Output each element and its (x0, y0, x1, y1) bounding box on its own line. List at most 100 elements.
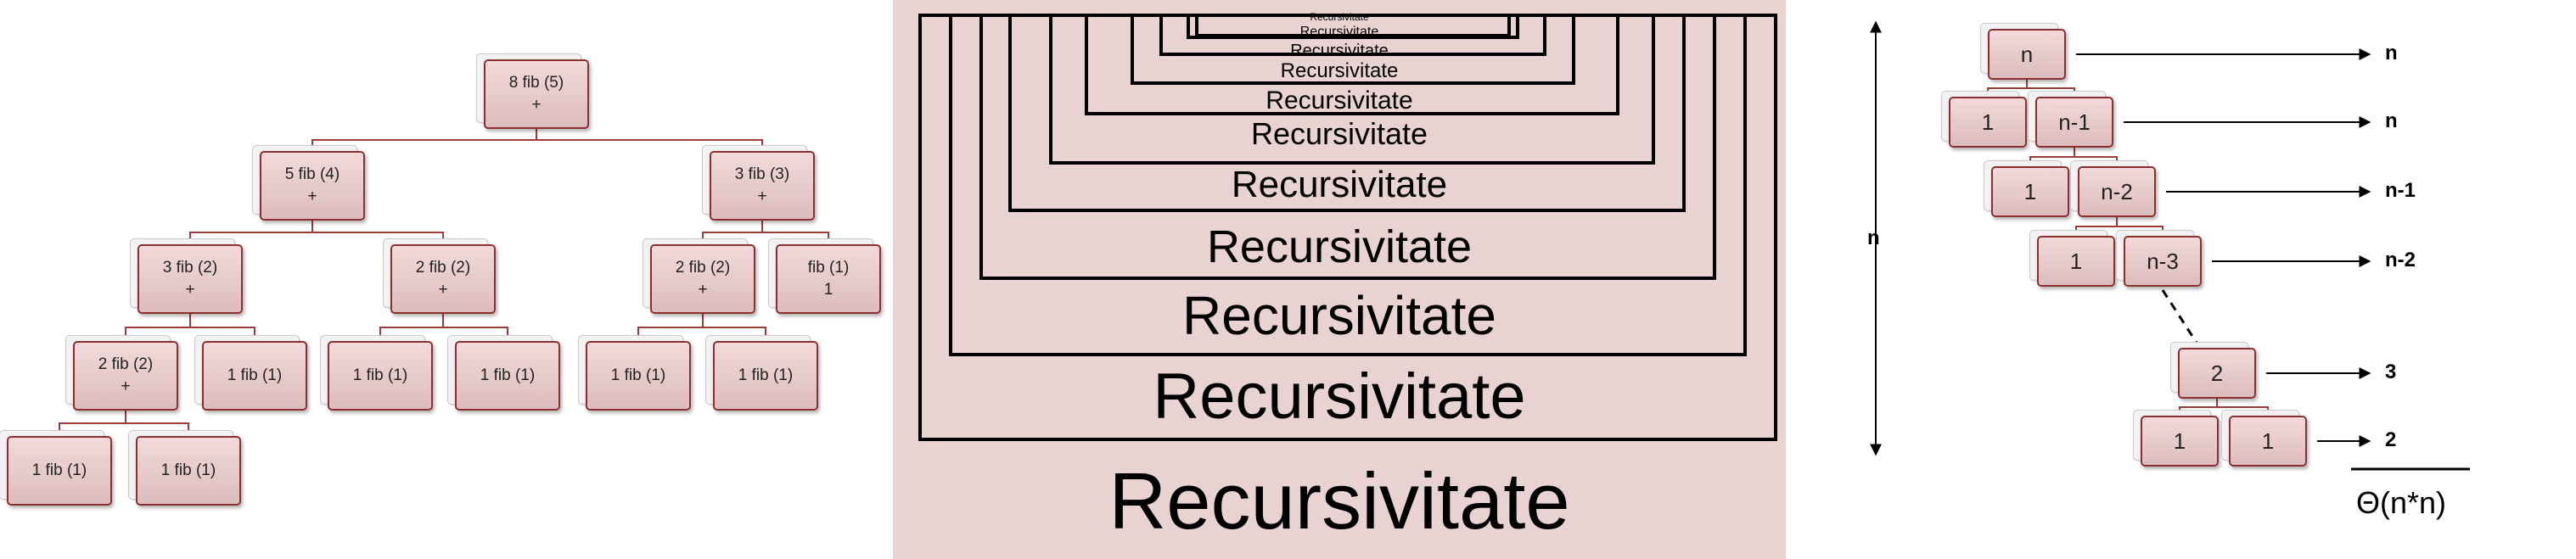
tree-connector (189, 314, 255, 341)
recursion-frame (1195, 14, 1511, 37)
tree-connector (442, 314, 508, 341)
node-text: 1 (2023, 179, 2037, 204)
node-box: n-1 (2035, 97, 2113, 148)
tree-node: 8 fib (5) + (476, 53, 589, 129)
recursion-frame (1008, 14, 1686, 212)
recursion-label: Recursivitate (1280, 59, 1399, 82)
node-box: 1 (2229, 416, 2307, 467)
node-text: 1 (2261, 428, 2275, 454)
tree-node: 2 fib (2)+ (65, 335, 178, 411)
node-text: 1 (2173, 428, 2186, 454)
recursion-frame (1085, 14, 1619, 115)
recursion-frame (1131, 14, 1575, 85)
recursion-label: Recursivitate (1250, 116, 1428, 151)
node-box: n-3 (2124, 236, 2202, 287)
tree-node: 3 fib (3) + (702, 145, 815, 221)
tree-node: 1 fib (1) (0, 430, 112, 506)
tree-node: 1 (1941, 91, 2027, 148)
node-text: + (438, 281, 448, 299)
tree-node: 1 fib (1) (194, 335, 307, 411)
dashed-continuation (2161, 289, 2198, 344)
tree-node: n-2 (2070, 160, 2156, 217)
node-box: 1 fib (1) (136, 436, 241, 506)
node-text: 8 fib (5) (508, 74, 564, 92)
node-text: 1 fib (1) (738, 366, 794, 384)
node-box: 1 fib (1) (713, 341, 818, 411)
tree-node: 1 (2221, 410, 2307, 467)
tree-node: 1 fib (1) (447, 335, 560, 411)
tree-node: 1 fib (1) (578, 335, 691, 411)
node-box: 1 fib (1) (455, 341, 560, 411)
node-box: 2 fib (2)+ (650, 244, 755, 314)
tree-node: 3 fib (2) + (130, 238, 243, 314)
node-box: 3 fib (2) + (137, 244, 243, 314)
node-box: 2 fib (2)+ (73, 341, 178, 411)
node-text: 1 (823, 281, 833, 299)
node-text: n-1 (2058, 109, 2091, 135)
node-text: 2 fib (2) (415, 259, 471, 277)
recursion-label: Recursivitate (1266, 87, 1413, 115)
tree-connector (702, 314, 766, 341)
node-box: 1 fib (1) (328, 341, 433, 411)
node-box: 3 fib (3) + (710, 151, 815, 221)
node-text: 1 fib (1) (610, 366, 666, 384)
node-text: 1 (2069, 249, 2083, 274)
recursion-label: Recursivitate (1310, 11, 1369, 23)
node-text: 3 fib (3) (734, 165, 790, 183)
node-text: + (185, 281, 195, 299)
node-text: 1 fib (1) (160, 461, 216, 479)
recursion-frame (1159, 14, 1546, 56)
fib-call-tree: 8 fib (5) +5 fib (4) +3 fib (3) +3 fib (2) +… (0, 0, 891, 559)
node-box: 1 fib (1) (7, 436, 112, 506)
node-box: 8 fib (5) + (484, 59, 589, 129)
node-box: 5 fib (4) + (260, 151, 365, 221)
node-text: 1 fib (1) (227, 366, 283, 384)
tree-node: 2 (2170, 342, 2256, 399)
recursion-label: Recursivitate (1108, 456, 1570, 545)
node-text: 1 (1981, 109, 1995, 135)
node-text: 5 fib (4) (284, 165, 340, 183)
node-text: 1 fib (1) (480, 366, 536, 384)
recursion-label: Recursivitate (1182, 285, 1496, 346)
tree-node: 2 fib (2)+ (643, 238, 755, 314)
node-text: + (307, 187, 317, 205)
node-text: 2 (2210, 361, 2224, 386)
node-box: n-2 (2078, 166, 2156, 217)
tree-connector (125, 411, 189, 436)
fib-tree-connectors (59, 129, 829, 436)
tree-node: 2 fib (2) + (383, 238, 496, 314)
recursion-frame (1187, 14, 1519, 39)
tree-node: n (1980, 23, 2066, 80)
tree-node: 1 (1984, 160, 2069, 217)
height-label: n (1867, 226, 1880, 249)
node-text: 2 fib (2) (98, 355, 154, 373)
node-box: 1 (1949, 97, 2027, 148)
node-text: n (2020, 42, 2034, 67)
node-box: 1 (1991, 166, 2069, 217)
tree-node: 1 (2133, 410, 2219, 467)
node-text: 1 fib (1) (31, 461, 87, 479)
recursion-label: Recursivitate (1231, 164, 1448, 205)
level-label: 2 (2385, 428, 2397, 451)
level-label: 3 (2385, 361, 2397, 383)
node-text: 3 fib (2) (162, 259, 218, 277)
tree-node: 1 fib (1) (705, 335, 818, 411)
recursion-frame (918, 14, 1777, 441)
node-box: 1 fib (1) (586, 341, 691, 411)
tree-node: 1 fib (1) (128, 430, 241, 506)
node-box: 1 fib (1) (202, 341, 307, 411)
node-text: + (757, 187, 767, 205)
recursion-frame (949, 14, 1747, 356)
node-box: 1 (2141, 416, 2219, 467)
tree-node: n-3 (2116, 230, 2202, 287)
node-text: 2 fib (2) (675, 259, 731, 277)
tree-node: 1 fib (1) (320, 335, 433, 411)
node-text: + (531, 96, 542, 114)
tree-node: 5 fib (4) + (252, 145, 365, 221)
tree-node: 1 (2029, 230, 2115, 287)
node-box: 2 (2178, 348, 2256, 399)
complexity-result: Θ(n*n) (2356, 485, 2447, 520)
level-label: n-1 (2385, 179, 2416, 202)
node-text: n-3 (2147, 249, 2179, 274)
recursion-label: Recursivitate (1290, 42, 1389, 60)
